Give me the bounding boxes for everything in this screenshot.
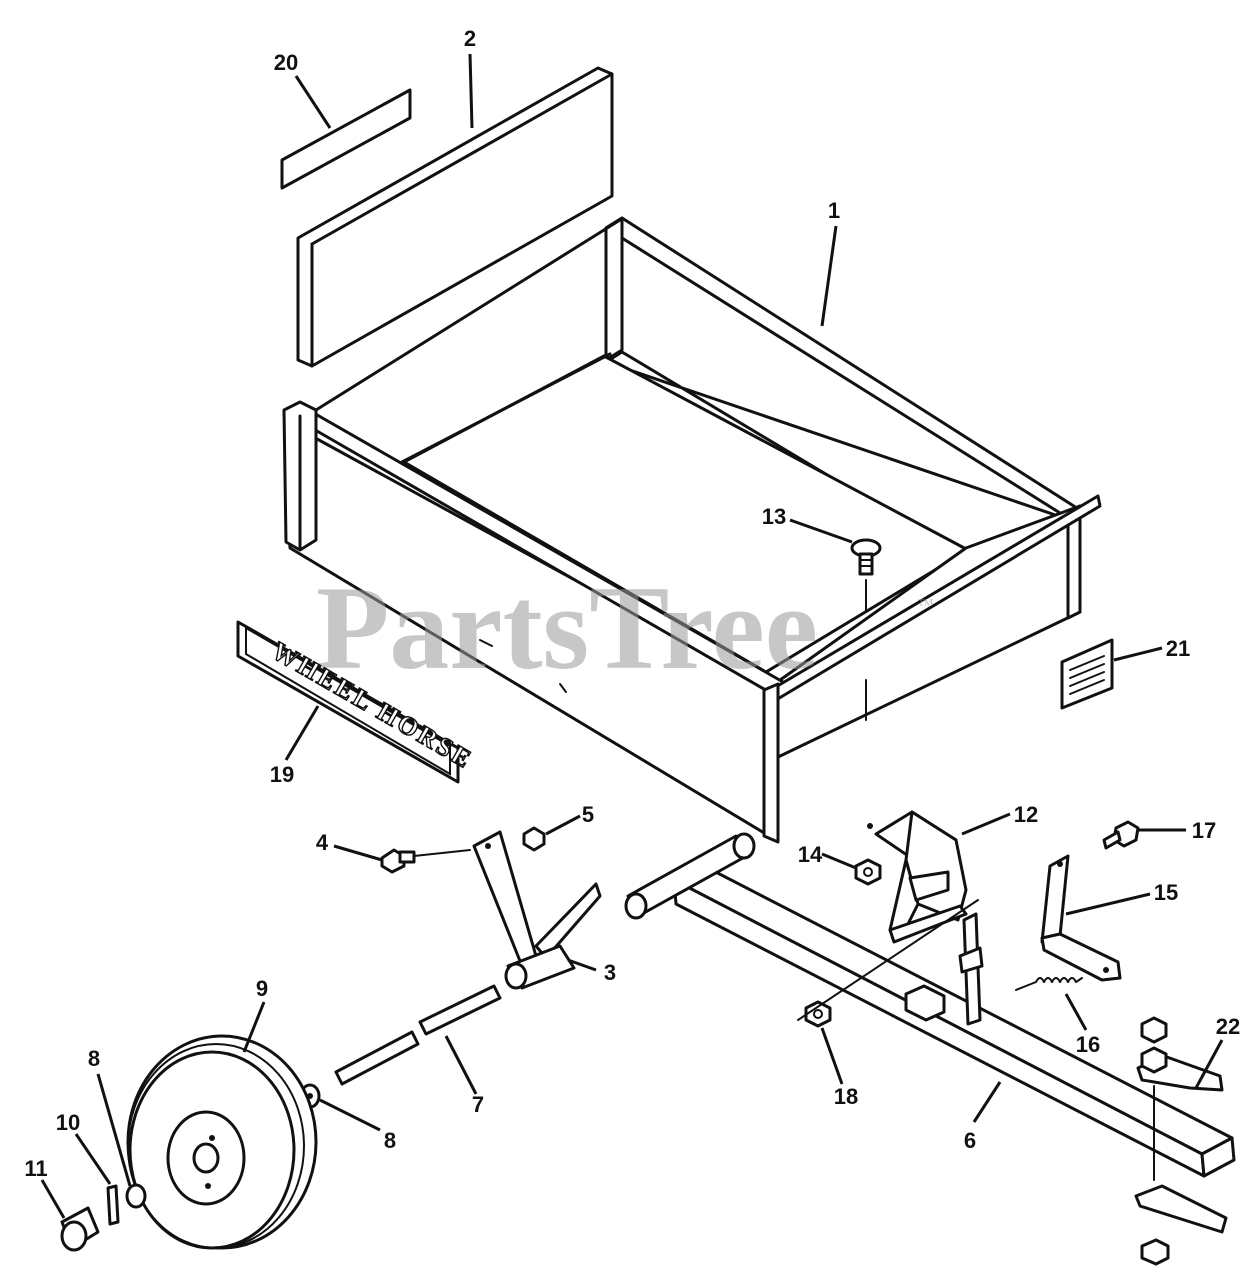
part-18-nut[interactable]	[797, 899, 979, 1028]
callout-10[interactable]: 10	[56, 1110, 80, 1135]
part-3-axle-bracket[interactable]	[472, 830, 602, 990]
callout-14[interactable]: 14	[798, 842, 823, 867]
part-12-box-bracket[interactable]	[867, 810, 968, 944]
part-6-tongue[interactable]	[624, 832, 1236, 1178]
callout-22[interactable]: 22	[1216, 1014, 1240, 1039]
watermark: PartsTree TM	[316, 561, 933, 694]
part-2-tailgate[interactable]	[296, 66, 614, 368]
callout-3[interactable]: 3	[604, 960, 616, 985]
callout-18[interactable]: 18	[834, 1084, 858, 1109]
callout-13[interactable]: 13	[762, 504, 786, 529]
callout-1[interactable]: 1	[828, 198, 840, 223]
watermark-text: PartsTree	[316, 561, 818, 694]
callout-2[interactable]: 2	[464, 26, 476, 51]
part-17-bolt[interactable]	[1102, 820, 1140, 850]
callout-8-left[interactable]: 8	[88, 1046, 100, 1071]
part-11-hub-cap[interactable]	[60, 1206, 100, 1252]
part-20-label-plate[interactable]	[280, 88, 412, 190]
callout-5[interactable]: 5	[582, 802, 594, 827]
callout-20[interactable]: 20	[274, 50, 298, 75]
callout-15[interactable]: 15	[1154, 880, 1178, 905]
callout-9[interactable]: 9	[256, 976, 268, 1001]
callout-21[interactable]: 21	[1166, 636, 1190, 661]
callout-6[interactable]: 6	[964, 1128, 976, 1153]
latch-post[interactable]	[958, 912, 984, 1026]
part-5-nut[interactable]	[522, 826, 546, 852]
callout-4[interactable]: 4	[316, 830, 329, 855]
callout-16[interactable]: 16	[1076, 1032, 1100, 1057]
part-8-washer-left[interactable]	[125, 1183, 147, 1209]
callout-19[interactable]: 19	[270, 762, 294, 787]
part-15-lever[interactable]	[1040, 854, 1122, 982]
part-13-carriage-bolt[interactable]	[850, 538, 882, 721]
part-1-box-body[interactable]	[282, 216, 1102, 844]
part-4-bolt[interactable]	[380, 848, 471, 874]
watermark-trademark: TM	[918, 598, 933, 609]
callout-11[interactable]: 11	[24, 1156, 47, 1181]
leader-lines	[40, 53, 1224, 1219]
callout-7[interactable]: 7	[472, 1092, 484, 1117]
part-14-nut[interactable]	[854, 858, 882, 886]
part-10-cotter-pin[interactable]	[106, 1184, 120, 1226]
callout-12[interactable]: 12	[1014, 802, 1038, 827]
part-16-spring[interactable]	[1015, 977, 1083, 991]
part-7-axle-pins[interactable]	[334, 984, 502, 1086]
callout-8-right[interactable]: 8	[384, 1128, 396, 1153]
part-21-decal[interactable]	[1060, 638, 1114, 710]
callouts: 1 2 3 4 5 6 7 8 8 9 10 11 12 13 14 15 16…	[24, 26, 1240, 1181]
callout-17[interactable]: 17	[1192, 818, 1216, 843]
part-9-wheel[interactable]	[126, 1034, 318, 1250]
